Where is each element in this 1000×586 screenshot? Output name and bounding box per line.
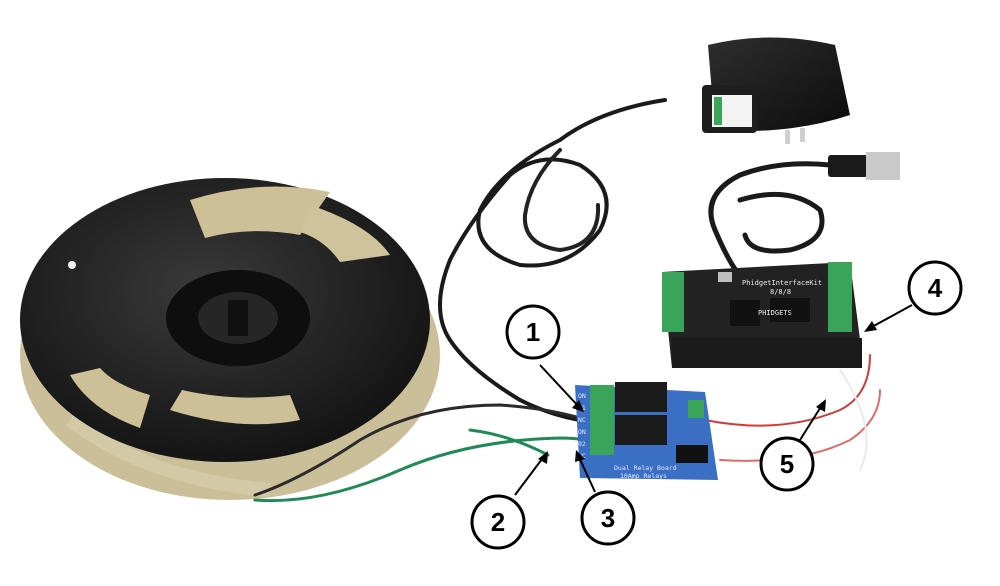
interface-usb-port [718, 272, 732, 282]
callout-3-arrowhead [575, 450, 585, 462]
usb-cable [708, 161, 833, 278]
interface-kit-board: PhidgetInterfaceKit 8/8/8 PHIDGETS [662, 262, 862, 368]
callout-1: 1 [505, 304, 584, 412]
dual-relay-board: Dual Relay Board 10Amp Relays ON 01 NC O… [575, 382, 718, 480]
led-strip-end [65, 414, 271, 497]
interface-terminal-left [662, 272, 684, 332]
interface-connector-row [672, 338, 862, 368]
callout-1-leader [539, 364, 581, 409]
callout-4: 4 [864, 260, 963, 332]
callout-1-number: 1 [526, 317, 540, 347]
cables [253, 98, 881, 503]
callout-5: 5 [759, 399, 826, 492]
reel-window-right [300, 205, 390, 262]
relay-term-label-4: ON [578, 428, 586, 436]
reel-window-top [190, 186, 330, 238]
reel-window-left [70, 368, 150, 428]
callout-5-number: 5 [780, 449, 794, 479]
reel-hole [68, 261, 76, 269]
callout-1-arrowhead [572, 400, 584, 412]
callout-2-number: 2 [491, 507, 505, 537]
reel-hub-key [228, 300, 248, 336]
callout-1-circle [505, 304, 561, 360]
power-cable [438, 98, 667, 422]
interface-chip-1 [730, 300, 760, 326]
green-lead [468, 428, 550, 457]
relay-term-label-3: NC [578, 416, 586, 424]
usb-cable-loop [737, 191, 825, 254]
interface-chip-2 [770, 298, 810, 322]
relay-label-1: Dual Relay Board [614, 464, 677, 472]
callout-5-circle [759, 436, 815, 492]
adapter-label-stripe [714, 97, 722, 125]
interface-terminal-right [828, 262, 852, 332]
callout-2-circle [470, 494, 526, 550]
callout-4-leader [869, 304, 913, 329]
interface-label-2: 8/8/8 [770, 288, 791, 296]
relay-term-label-1: ON [578, 392, 586, 400]
interface-label-1: PhidgetInterfaceKit [742, 279, 822, 287]
usb-plug-metal [866, 152, 900, 180]
callout-3-leader [577, 454, 596, 493]
callout-5-arrowhead [816, 399, 826, 412]
callout-3-circle [580, 490, 636, 546]
callout-3-number: 3 [601, 503, 615, 533]
callouts: 1 2 3 4 5 [470, 260, 963, 550]
relay-1 [615, 382, 667, 412]
callout-5-leader [799, 404, 823, 441]
relay-connector [676, 445, 708, 463]
relay-terminal-small [688, 400, 704, 418]
callout-2-arrowhead [538, 451, 548, 464]
adapter-prong-1 [785, 130, 790, 144]
relay-terminal-block [590, 385, 614, 455]
relay-term-label-5: 02 [578, 440, 586, 448]
led-strip-reel [20, 178, 440, 500]
power-cable-loop [522, 148, 601, 253]
usb-plug-body [828, 155, 868, 177]
relay-label-2: 10Amp Relays [620, 472, 667, 480]
white-wire [839, 369, 868, 471]
power-adapter [702, 37, 850, 144]
reel-window-bottom [170, 390, 300, 425]
callout-2: 2 [470, 451, 548, 550]
callout-3: 3 [575, 450, 636, 546]
usb-plug [828, 152, 900, 180]
adapter-prong-2 [800, 128, 805, 142]
relay-2 [615, 415, 667, 445]
red-wire-2 [719, 389, 881, 462]
callout-4-arrowhead [864, 321, 877, 332]
callout-4-number: 4 [928, 273, 943, 303]
interface-label-3: PHIDGETS [758, 309, 792, 317]
black-wire [253, 403, 582, 497]
callout-2-leader [514, 454, 546, 496]
green-wire [253, 436, 587, 503]
callout-4-circle [907, 260, 963, 316]
red-wire-1 [704, 354, 871, 427]
